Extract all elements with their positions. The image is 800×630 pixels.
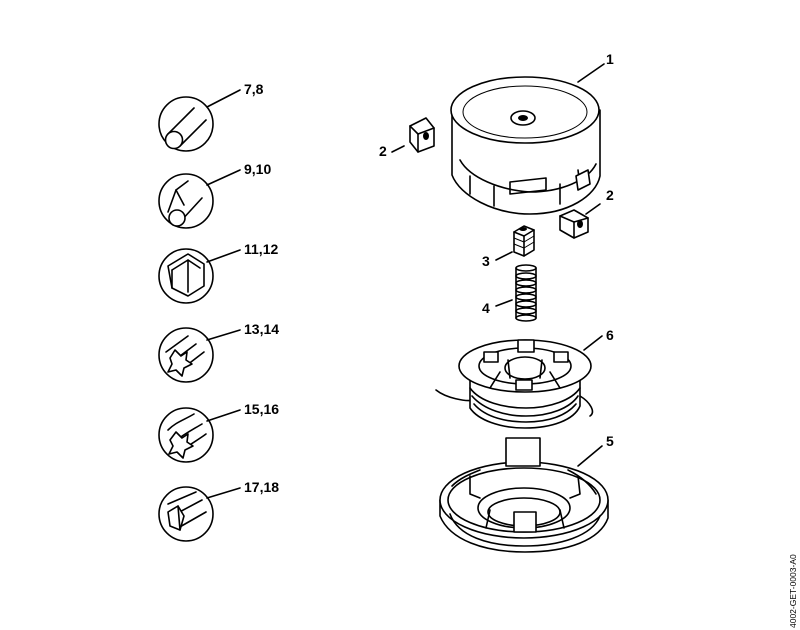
line-profile-13-14: 13,14 xyxy=(158,321,279,383)
part-3-nut: 3 xyxy=(482,225,535,269)
part-2-eyelet-left: 2 xyxy=(379,117,435,159)
line-profile-label: 13,14 xyxy=(244,321,279,337)
line-profile-15-16: 15,16 xyxy=(158,401,279,463)
star-line-icon xyxy=(165,335,205,377)
line-profile-11-12: 11,12 xyxy=(158,241,278,304)
part-number-label: 2 xyxy=(379,143,387,159)
part-1-housing: 1 xyxy=(450,51,614,215)
part-number-label: 3 xyxy=(482,253,490,269)
part-number-label: 1 xyxy=(606,51,614,67)
spool-housing-icon xyxy=(450,76,601,215)
round-twisted-line-icon xyxy=(167,180,203,227)
line-profile-label: 17,18 xyxy=(244,479,279,495)
eyelet-right-icon xyxy=(559,209,589,239)
part-number-label: 5 xyxy=(606,433,614,449)
line-profile-9-10: 9,10 xyxy=(158,161,271,229)
helical-star-line-icon xyxy=(167,413,207,459)
part-number-label: 4 xyxy=(482,300,490,316)
part-number-label: 6 xyxy=(606,327,614,343)
eyelet-left-icon xyxy=(409,117,435,153)
line-profile-label: 9,10 xyxy=(244,161,271,177)
part-2-eyelet-right: 2 xyxy=(559,187,614,239)
drawing-code: 4002-GET-0003-A0 xyxy=(788,554,798,628)
threaded-nut-icon xyxy=(513,225,535,257)
part-number-label: 2 xyxy=(606,187,614,203)
part-6-spool: 6 xyxy=(435,327,614,429)
cover-cap-icon xyxy=(439,437,609,553)
line-profile-17-18: 17,18 xyxy=(158,479,279,542)
round-line-icon xyxy=(164,107,207,150)
line-profile-label: 11,12 xyxy=(244,241,278,257)
line-profile-label: 7,8 xyxy=(244,81,264,97)
square-twisted-line-icon xyxy=(167,491,207,531)
compression-spring-icon xyxy=(515,264,537,322)
part-4-spring: 4 xyxy=(482,264,537,322)
part-5-cover: 5 xyxy=(439,433,614,553)
square-line-icon xyxy=(167,253,205,297)
line-profile-label: 15,16 xyxy=(244,401,279,417)
line-profile-7-8: 7,8 xyxy=(158,81,264,152)
line-spool-icon xyxy=(435,339,594,429)
